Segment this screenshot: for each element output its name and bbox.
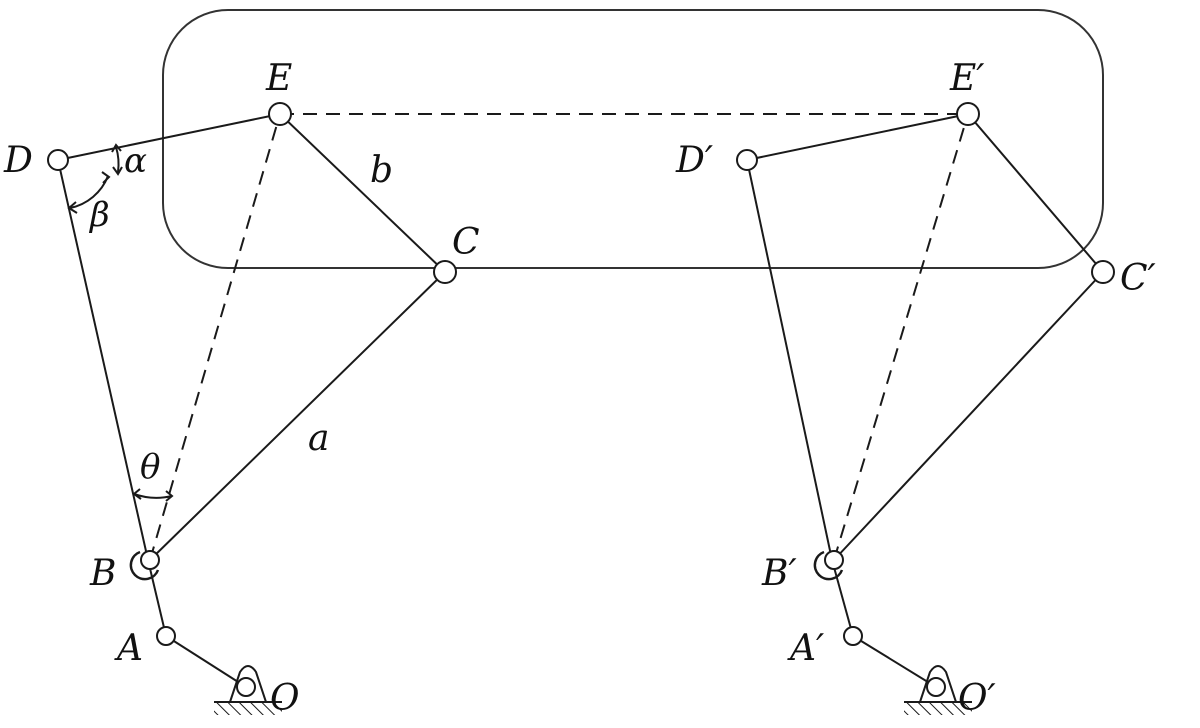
label-theta: θ xyxy=(140,447,160,487)
link-Aprime-Oprime xyxy=(852,635,937,688)
label-Dprime: D′ xyxy=(675,140,713,181)
joint-B-socket xyxy=(129,550,160,581)
beta-arrow-tip xyxy=(101,171,111,184)
label-D: D xyxy=(3,140,33,181)
joint-Oprime xyxy=(926,677,946,697)
theta-arrow-tip-2 xyxy=(165,490,174,502)
label-Eprime: E′ xyxy=(949,58,984,99)
alpha-arrow-tip xyxy=(111,143,122,153)
link-D-B xyxy=(57,159,149,561)
theta-arrow-tip xyxy=(132,488,142,500)
joint-D xyxy=(47,149,69,171)
joint-Dprime xyxy=(736,149,758,171)
joint-Aprime xyxy=(843,626,863,646)
label-B: B xyxy=(89,553,116,594)
label-b: b xyxy=(370,150,393,191)
label-Aprime: A′ xyxy=(787,628,824,669)
link-Eprime-Cprime xyxy=(967,113,1104,273)
joint-Eprime xyxy=(956,102,980,126)
robot-body-outline xyxy=(162,9,1104,269)
link-B-A xyxy=(147,559,167,637)
dashed-line-B-E xyxy=(149,113,281,561)
label-alpha: α xyxy=(124,141,147,181)
joint-Bprime-socket xyxy=(813,550,844,581)
label-O: O xyxy=(270,678,300,719)
alpha-arrow-tip-2 xyxy=(112,166,123,176)
label-E: E xyxy=(265,58,292,99)
link-Bprime-Aprime xyxy=(831,559,854,637)
link-a-C-B xyxy=(149,271,446,561)
joint-O xyxy=(236,677,256,697)
link-b-E-C xyxy=(279,113,446,273)
left-leg xyxy=(47,102,968,715)
dashed-line-Bprime-Eprime xyxy=(833,113,969,561)
label-C: C xyxy=(452,222,480,263)
joint-A xyxy=(156,626,176,646)
link-Dprime-Bprime xyxy=(746,159,833,561)
link-Dprime-Eprime xyxy=(746,113,969,161)
joint-Cprime xyxy=(1091,260,1115,284)
joint-E xyxy=(268,102,292,126)
ground-hatch-Oprime xyxy=(904,703,972,715)
label-Bprime: B′ xyxy=(761,553,797,594)
link-Cprime-Bprime xyxy=(833,271,1104,561)
label-beta: β xyxy=(88,195,110,235)
label-A: A xyxy=(114,628,143,669)
ground-hatch-O xyxy=(214,703,282,715)
right-leg xyxy=(736,102,1115,715)
joint-B xyxy=(140,550,160,570)
joint-C xyxy=(433,260,457,284)
joint-Bprime xyxy=(824,550,844,570)
link-A-O xyxy=(165,635,247,688)
link-D-E xyxy=(57,113,281,161)
label-a: a xyxy=(308,418,329,459)
label-Cprime: C′ xyxy=(1120,258,1156,299)
labels: D E b C a B A O α β θ D′ E′ C′ B′ A′ O′ xyxy=(3,58,1156,719)
beta-arrow-tip-2 xyxy=(67,201,78,214)
angle-arc-alpha xyxy=(115,146,120,173)
label-Oprime: O′ xyxy=(958,678,996,719)
